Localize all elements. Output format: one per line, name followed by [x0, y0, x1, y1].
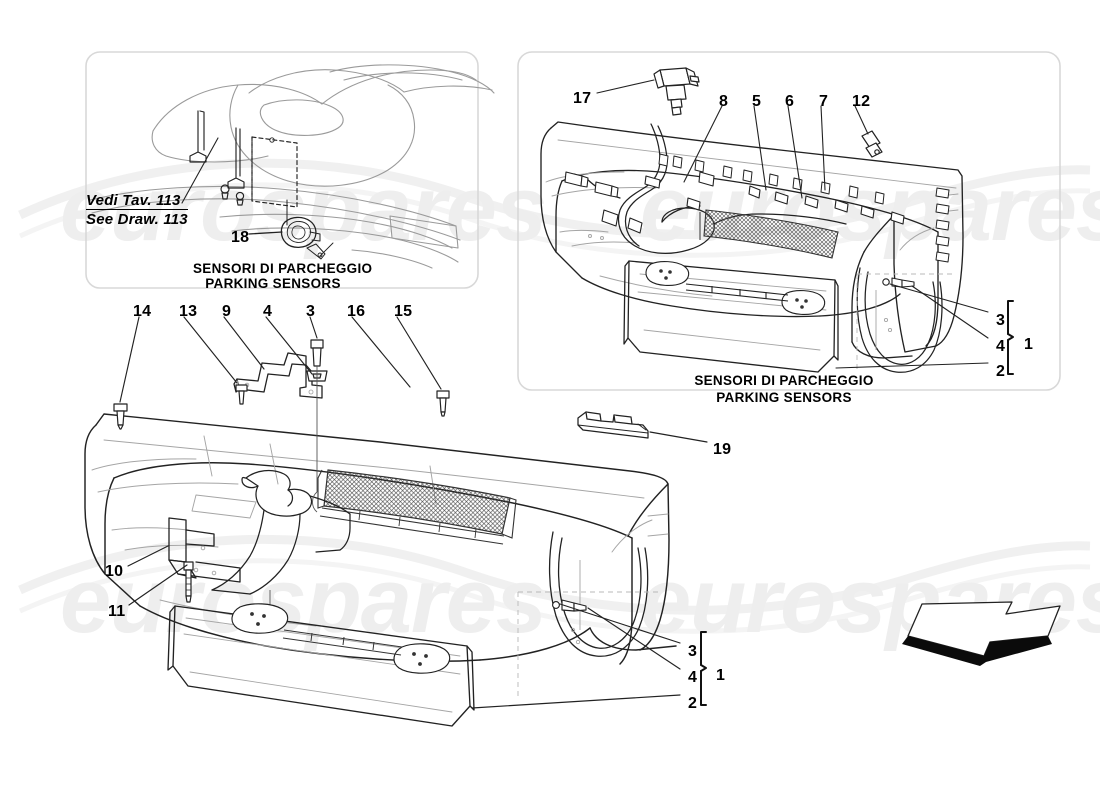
callout-12: 12	[852, 93, 871, 110]
callout-br-2: 2	[688, 695, 698, 712]
callout-8: 8	[719, 93, 729, 110]
callout-11: 11	[108, 603, 126, 620]
reference-note-english: See Draw. 113	[86, 211, 188, 228]
callout-5: 5	[752, 93, 762, 110]
reference-note: Vedi Tav. 113 See Draw. 113	[86, 193, 188, 227]
callout-main-4: 4	[263, 303, 273, 320]
callout-16: 16	[347, 303, 366, 320]
callout-7: 7	[819, 93, 829, 110]
panel-top-right-caption-english: PARKING SENSORS	[716, 390, 852, 405]
callout-6: 6	[785, 93, 795, 110]
svg-text:eurospares: eurospares	[60, 550, 546, 652]
panel-top-right-border	[517, 51, 1061, 391]
callout-17: 17	[573, 90, 592, 107]
callout-tr-2: 2	[996, 363, 1006, 380]
panel-top-left-caption-english: PARKING SENSORS	[205, 276, 341, 291]
callout-main-3: 3	[306, 303, 316, 320]
panel-top-right-caption-italian: SENSORI DI PARCHEGGIO	[694, 373, 874, 388]
callout-9: 9	[222, 303, 232, 320]
panel-top-left-caption-italian: SENSORI DI PARCHEGGIO	[193, 261, 373, 276]
callout-19: 19	[713, 441, 732, 458]
callout-13: 13	[179, 303, 198, 320]
callout-tr-3: 3	[996, 312, 1006, 329]
reference-note-italian: Vedi Tav. 113	[86, 193, 188, 210]
callout-15: 15	[394, 303, 413, 320]
callout-10: 10	[105, 563, 124, 580]
callout-18: 18	[231, 229, 250, 246]
callout-br-4: 4	[688, 669, 698, 686]
callout-tr-4: 4	[996, 338, 1006, 355]
callout-14: 14	[133, 303, 152, 320]
callout-tr-1: 1	[1024, 336, 1034, 353]
callout-br-3: 3	[688, 643, 698, 660]
orientation-arrow	[902, 601, 1061, 666]
panel-top-left-border	[85, 51, 479, 289]
callout-br-1: 1	[716, 667, 726, 684]
